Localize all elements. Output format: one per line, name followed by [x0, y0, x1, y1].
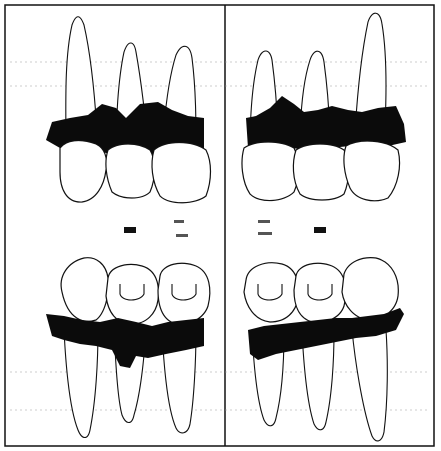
marker-block: [314, 227, 326, 233]
marker-block: [124, 227, 136, 233]
marker-smudge: [174, 220, 184, 223]
tooth-crown: [342, 258, 398, 320]
tooth-root: [352, 330, 387, 441]
tooth-crown: [244, 263, 298, 322]
tooth-crown: [293, 144, 348, 200]
tooth-crown: [61, 258, 108, 322]
upper-right-quadrant: [46, 17, 211, 203]
tooth-crown: [60, 141, 107, 203]
tooth-crown: [152, 143, 211, 203]
lower-right-quadrant: [46, 258, 210, 438]
tooth-crown: [344, 141, 400, 201]
marker-smudge: [258, 232, 272, 235]
tooth-root: [64, 330, 98, 438]
marker-smudge: [258, 220, 270, 223]
lower-left-quadrant: [244, 258, 404, 441]
tooth-crown: [242, 142, 299, 201]
marker-smudge: [176, 234, 188, 237]
upper-left-quadrant: [242, 13, 406, 201]
tooth-crown: [106, 144, 155, 198]
tooth-crown: [294, 263, 346, 322]
tooth-crown: [158, 263, 210, 324]
tooth-crown: [106, 265, 158, 325]
